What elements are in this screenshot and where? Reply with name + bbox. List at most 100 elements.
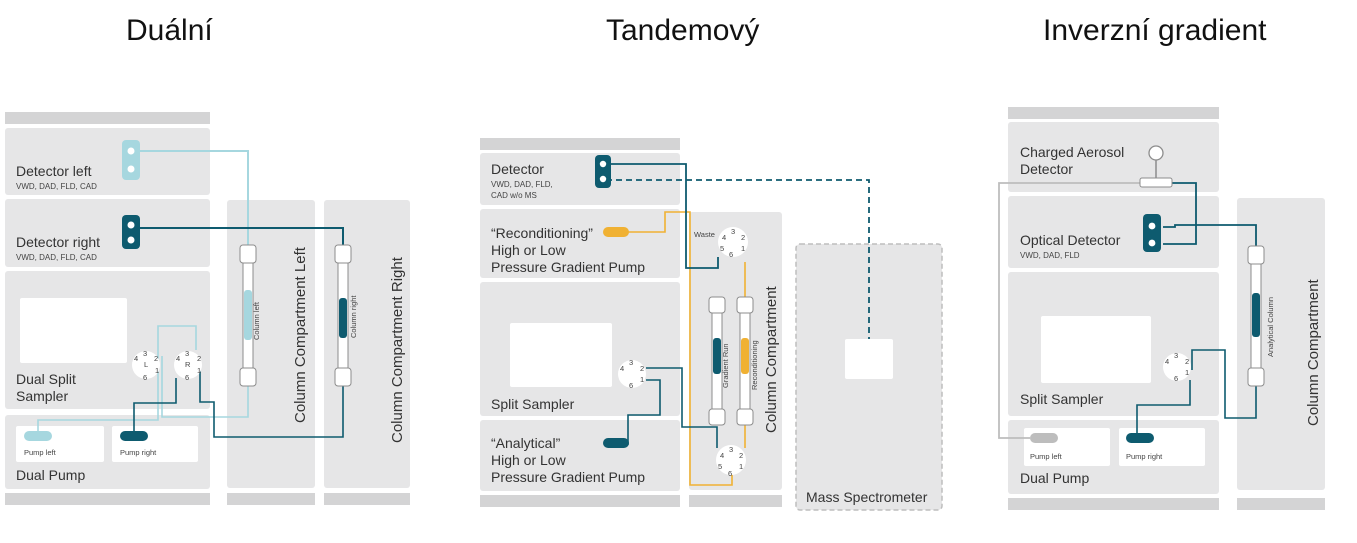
tandem-valve-top — [718, 227, 748, 257]
title-tandem: Tandemový — [606, 14, 760, 47]
dual-sampler-label-1: Dual Split — [16, 371, 76, 387]
dual-detector-left-label: Detector left — [16, 163, 92, 179]
tandem-analytical-label-1: “Analytical” — [491, 435, 561, 451]
inverse-pump-right-icon — [1126, 433, 1154, 443]
dual-flow-right-detector — [132, 227, 344, 245]
tandem-valve-bottom — [716, 445, 746, 475]
tandem-sampler-valve-port: 2 — [640, 364, 644, 373]
dual-valve-left-port: 3 — [143, 349, 147, 358]
dual-bottom-bar — [5, 493, 210, 505]
tandem-recond-pump-module — [480, 209, 680, 278]
dual-sampler-window — [20, 298, 127, 363]
inverse-sampler-window — [1041, 316, 1151, 383]
dual-column-left-label: Column left — [252, 301, 261, 340]
dual-detector-right-port — [127, 221, 135, 229]
tandem-detector-sub-2: CAD w/o MS — [491, 191, 537, 200]
tandem-flow-ms — [606, 179, 870, 339]
tandem-detector-cell — [595, 155, 611, 188]
inverse-cad-module — [1008, 122, 1219, 192]
inverse-valve-port: 4 — [1165, 357, 1169, 366]
tandem-valve-bottom-port: 4 — [720, 451, 724, 460]
dual-flow-left-pump — [37, 325, 197, 431]
tandem-gradient-run-label: Gradient Run — [721, 343, 730, 388]
tandem-detector-label: Detector — [491, 161, 544, 177]
dual-detector-left-port — [127, 147, 135, 155]
tandem-recond-label-2: High or Low — [491, 242, 567, 258]
tandem-valve-bottom-port: 1 — [739, 462, 743, 471]
dual-valve-right-letter: R — [185, 360, 191, 369]
tandem-sampler-valve — [618, 360, 646, 388]
tandem-bottom-bar — [480, 495, 680, 507]
dual-compartment-right-bar — [324, 493, 410, 505]
tandem-reconditioning-label: Reconditioning — [750, 340, 759, 390]
inverse-bottom-bar — [1008, 498, 1219, 510]
inverse-valve-port: 2 — [1185, 357, 1189, 366]
dual-valve-right — [174, 351, 202, 379]
tandem-valve-top-port: 1 — [741, 244, 745, 253]
inverse-top-bar — [1008, 107, 1219, 119]
inverse-analytical-column — [1247, 245, 1265, 387]
tandem-ms-window — [845, 339, 893, 379]
tandem-flow-reconditioning-pump — [628, 211, 733, 486]
inverse-pump-right-label: Pump right — [1126, 452, 1163, 461]
dual-valve-right-port: 6 — [185, 373, 189, 382]
dual-valve-left-letter: L — [144, 360, 148, 369]
tandem-flow-sampler-to-valve — [646, 367, 718, 448]
tandem-valve-top-port: 6 — [729, 250, 733, 259]
inverse-optical-port — [1148, 222, 1156, 230]
tandem-valve-bottom-port: 2 — [739, 451, 743, 460]
inverse-cad-inlet — [1148, 145, 1164, 161]
dual-detector-left-sub: VWD, DAD, FLD, CAD — [16, 182, 97, 191]
dual-system: Detector left VWD, DAD, FLD, CAD Detecto… — [5, 112, 410, 505]
inverse-flow-column-to-optical — [1163, 224, 1257, 246]
inverse-valve-port: 3 — [1174, 351, 1178, 360]
dual-detector-left-port — [127, 165, 135, 173]
dual-flow-left-column-to-valve — [161, 356, 249, 418]
inverse-optical-port — [1148, 239, 1156, 247]
dual-pump-left-icon — [24, 431, 52, 441]
dual-detector-right-cell — [122, 215, 140, 249]
dual-column-right-label: Column right — [349, 295, 358, 338]
dual-valve-left-port: 1 — [155, 366, 159, 375]
dual-valve-right-port: 1 — [197, 366, 201, 375]
dual-flow-right-pump — [133, 378, 177, 431]
tandem-sampler-valve-port: 3 — [629, 358, 633, 367]
tandem-sampler-window — [510, 323, 612, 387]
tandem-ms-label: Mass Spectrometer — [806, 489, 928, 505]
tandem-detector-port — [599, 160, 607, 168]
tandem-waste-label: Waste — [694, 230, 715, 239]
inverse-pump-label: Dual Pump — [1020, 470, 1089, 486]
tandem-sampler-valve-port: 6 — [629, 381, 633, 390]
dual-valve-right-port: 3 — [185, 349, 189, 358]
inverse-analytical-column-label: Analytical Column — [1266, 297, 1275, 357]
dual-column-right — [334, 244, 352, 387]
tandem-sampler-valve-port: 1 — [640, 375, 644, 384]
tandem-top-bar — [480, 138, 680, 150]
tandem-analytical-label-3: Pressure Gradient Pump — [491, 469, 645, 485]
dual-top-bar — [5, 112, 210, 124]
tandem-analytical-label-2: High or Low — [491, 452, 567, 468]
tandem-detector-port — [599, 175, 607, 183]
dual-pump-right-label: Pump right — [120, 448, 157, 457]
dual-valve-right-port: 4 — [176, 354, 180, 363]
dual-detector-right-label: Detector right — [16, 234, 100, 250]
dual-pump-left-label: Pump left — [24, 448, 57, 457]
dual-detector-right-port — [127, 236, 135, 244]
inverse-sampler-valve — [1163, 353, 1191, 381]
inverse-cad-tee — [1139, 177, 1173, 188]
dual-sampler-label-2: Sampler — [16, 388, 68, 404]
dual-flow-left-detector — [133, 150, 249, 245]
tandem-compartment-bar — [689, 495, 782, 507]
tandem-sampler-valve-port: 4 — [620, 364, 624, 373]
inverse-compartment-label: Column Compartment — [1305, 278, 1322, 426]
tandem-analytical-pump-module — [480, 420, 680, 491]
tandem-valve-top-port: 5 — [720, 244, 724, 253]
inverse-cad-label-1: Charged Aerosol — [1020, 144, 1124, 160]
tandem-recond-label-1: “Reconditioning” — [491, 225, 593, 241]
inverse-valve-port: 6 — [1174, 374, 1178, 383]
tandem-valve-top-port: 2 — [741, 233, 745, 242]
dual-valve-left — [132, 351, 160, 379]
tandem-column-reconditioning — [736, 296, 754, 426]
inverse-optical-cell — [1143, 214, 1161, 252]
